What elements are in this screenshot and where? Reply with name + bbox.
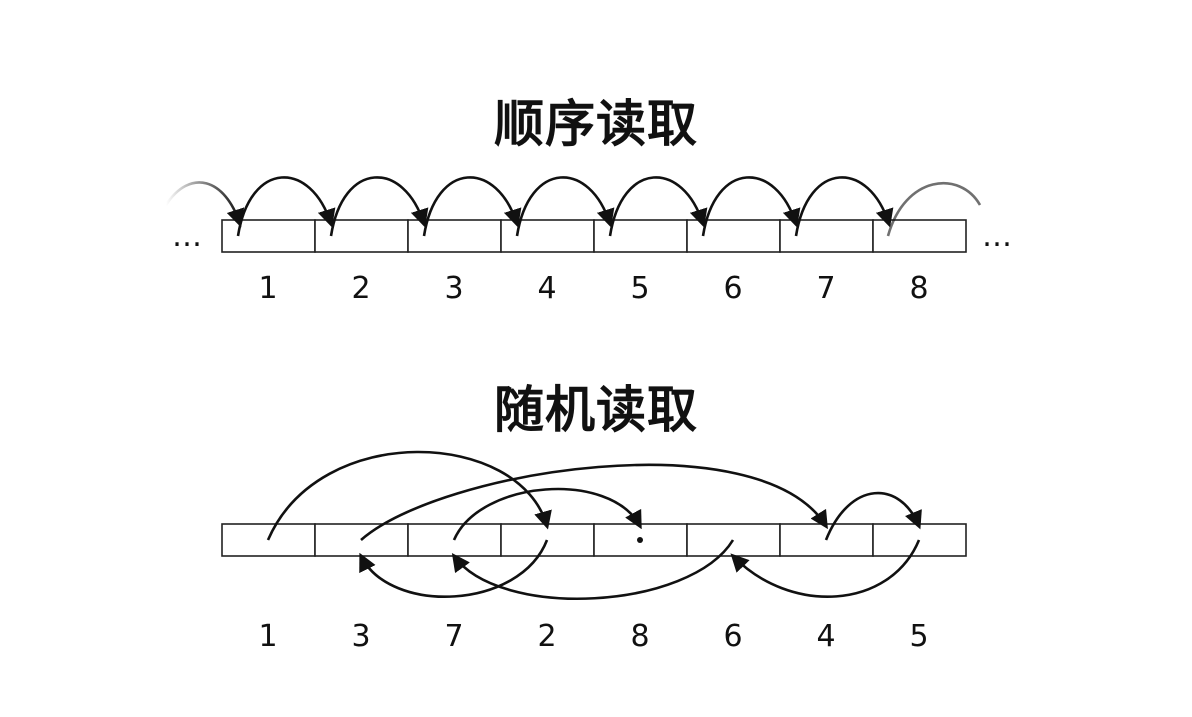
random-arrow-3-to-4 [360, 463, 828, 541]
random-arrow-6-to-7 [451, 539, 735, 600]
right-ellipsis: … [982, 219, 1012, 254]
random-arrows [266, 450, 922, 600]
random-label: 8 [630, 619, 649, 654]
sequential-arrow-incoming [164, 181, 245, 228]
random-block-4 [500, 523, 595, 557]
random-label: 5 [909, 619, 928, 654]
sequential-arrow-3-to-4 [422, 176, 522, 237]
sequential-label: 8 [909, 271, 928, 306]
sequential-arrow-1-to-2 [236, 176, 336, 237]
sequential-arrows [164, 176, 982, 237]
sequential-block-4 [500, 219, 595, 253]
sequential-block-7 [779, 219, 874, 253]
sequential-label: 3 [444, 271, 463, 306]
sequential-arrow-5-to-6 [608, 176, 708, 237]
sequential-label: 6 [723, 271, 742, 306]
random-block-8 [872, 523, 967, 557]
sequential-arrow-outgoing [886, 181, 982, 237]
sequential-label: 1 [258, 271, 277, 306]
random-arrow-7-to-8 [452, 487, 642, 541]
random-block-6 [686, 523, 781, 557]
random-label: 6 [723, 619, 742, 654]
random-arrow-5-to-6 [730, 539, 921, 598]
sequential-block-1 [221, 219, 316, 253]
random-block-strip [221, 523, 967, 557]
random-arrow-4-to-5 [824, 491, 922, 541]
random-labels: 1 3 7 2 8 6 4 5 [258, 619, 928, 654]
random-label: 1 [258, 619, 277, 654]
random-read-title: 随机读取 [494, 381, 698, 439]
left-ellipsis: … [172, 219, 202, 254]
sequential-block-strip [221, 219, 967, 253]
sequential-labels: 1 2 3 4 5 6 7 8 [258, 271, 928, 306]
sequential-arrow-7-to-8 [794, 176, 894, 237]
sequential-label: 5 [630, 271, 649, 306]
sequential-block-2 [314, 219, 409, 253]
random-label: 4 [816, 619, 835, 654]
sequential-read-title: 顺序读取 [494, 95, 698, 153]
sequential-arrow-4-to-5 [515, 176, 615, 237]
random-arrow-2-to-3 [359, 539, 549, 598]
sequential-arrow-2-to-3 [329, 176, 429, 237]
sequential-label: 2 [351, 271, 370, 306]
sequential-block-6 [686, 219, 781, 253]
sequential-block-8 [872, 219, 967, 253]
sequential-arrow-6-to-7 [701, 176, 801, 237]
random-read-end-dot [637, 537, 643, 543]
random-label: 3 [351, 619, 370, 654]
sequential-label: 7 [816, 271, 835, 306]
random-label: 2 [537, 619, 556, 654]
sequential-block-3 [407, 219, 502, 253]
sequential-label: 4 [537, 271, 556, 306]
random-label: 7 [444, 619, 463, 654]
sequential-block-5 [593, 219, 688, 253]
